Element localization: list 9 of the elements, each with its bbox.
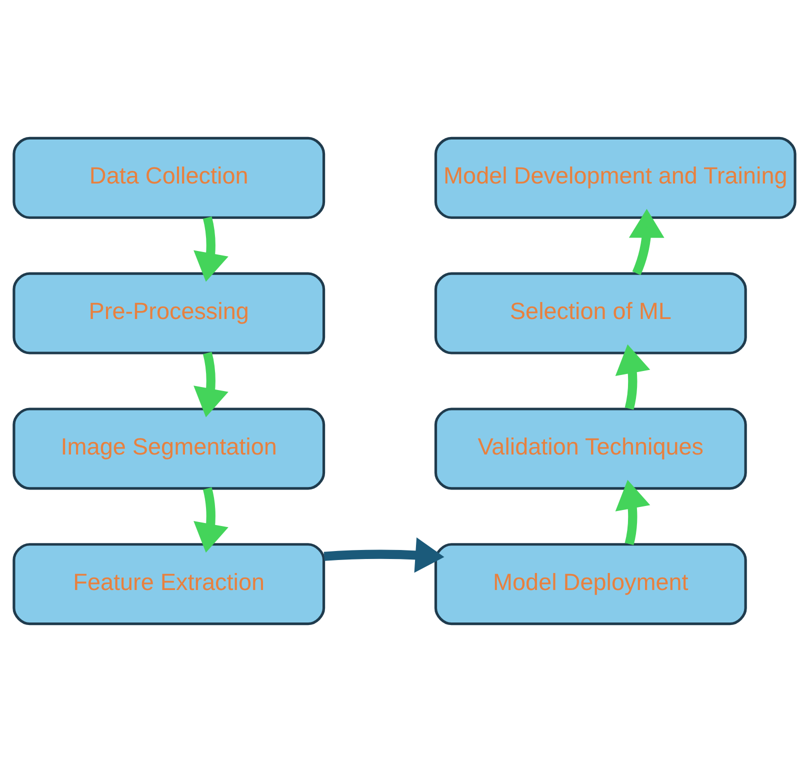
node-box: Model Deployment (434, 542, 747, 625)
node-box: Feature Extraction (12, 542, 326, 625)
node-box: Validation Techniques (434, 407, 747, 490)
node-box: Pre-Processing (12, 272, 326, 354)
node-box: Selection of ML (434, 272, 747, 354)
arrow (324, 536, 444, 572)
node-box: Model Development and Training (434, 136, 796, 218)
node-box: Data Collection (12, 136, 326, 218)
node-box: Image Segmentation (12, 407, 326, 490)
